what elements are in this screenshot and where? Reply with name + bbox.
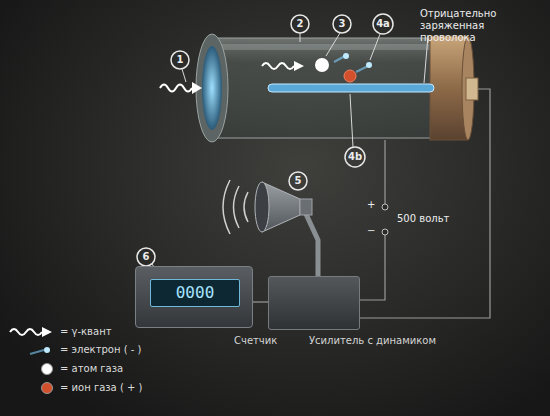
legend-text: = ион газа ( + )	[60, 382, 142, 394]
legend-swatch	[41, 363, 53, 375]
wire	[253, 301, 268, 302]
legend-text: = атом газа	[60, 363, 123, 375]
callout-number: 5	[287, 174, 309, 188]
callout-number: 4b	[344, 150, 366, 164]
counter-label: Счетчик	[234, 335, 277, 347]
polarity-sign: −	[367, 225, 375, 237]
voltage-label: 500 вольт	[397, 213, 449, 225]
counter-display: 0000	[150, 279, 240, 307]
wire-label: Отрицательно заряженная проволока	[420, 8, 542, 44]
callout-number: 6	[135, 250, 157, 264]
callout-number: 2	[289, 17, 311, 31]
callout-number: 3	[331, 17, 353, 31]
callout-number: 4a	[372, 17, 394, 31]
legend-swatch	[41, 382, 53, 394]
legend-text: = γ-квант	[60, 326, 112, 338]
polarity-sign: +	[367, 199, 375, 211]
amplifier-label: Усилитель с динамиком	[309, 335, 436, 347]
callout-number: 1	[169, 53, 191, 67]
legend-text: = электрон ( - )	[60, 344, 141, 356]
amplifier-box: Усилитель с динамиком	[268, 276, 360, 330]
counter-box: 0000Счетчик	[135, 266, 253, 328]
